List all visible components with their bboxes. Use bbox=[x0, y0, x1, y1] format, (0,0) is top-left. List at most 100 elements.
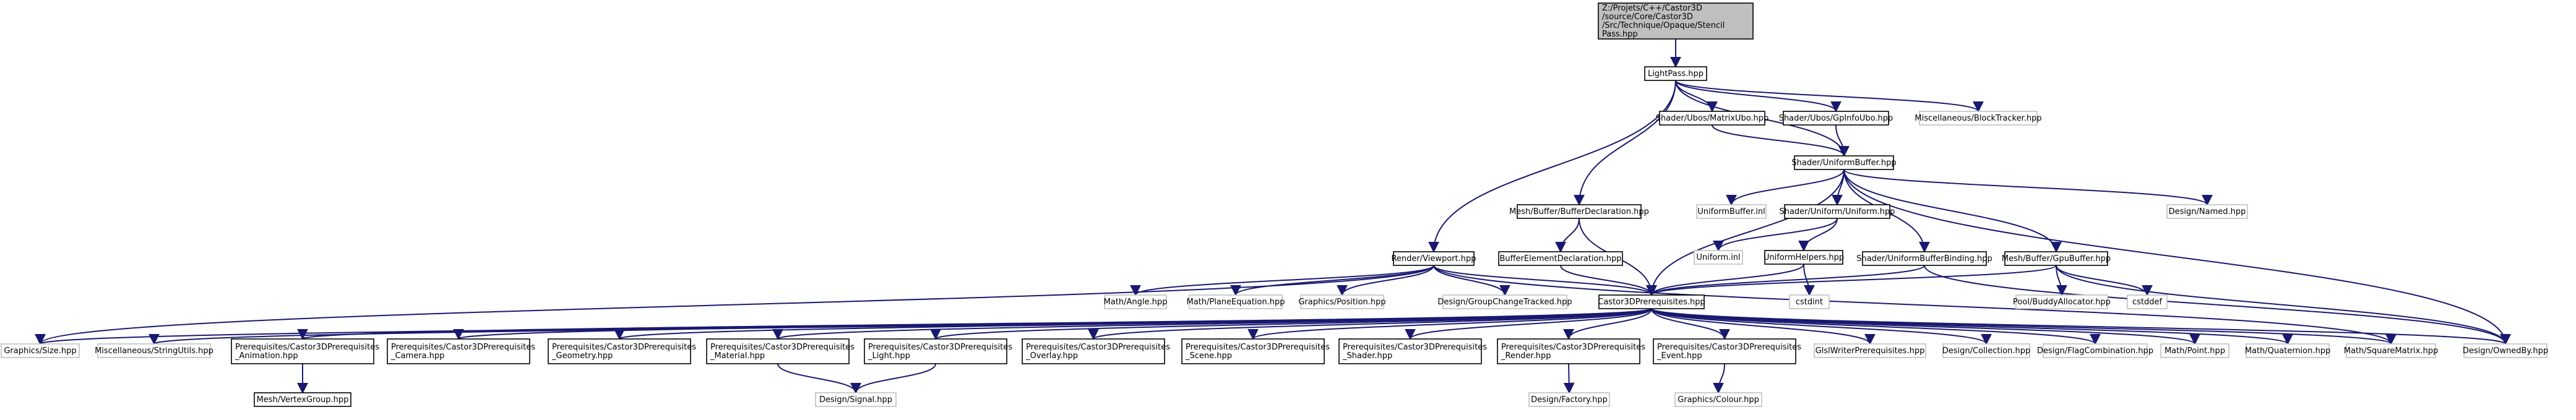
node-label: Render/Viewport.hpp bbox=[1391, 254, 1476, 264]
node-uniformbufferbinding[interactable]: Shader/UniformBufferBinding.hpp bbox=[1856, 251, 1992, 266]
node-label: GlslWriterPrerequisites.hpp bbox=[1816, 346, 1925, 356]
node-label: Prerequisites/Castor3DPrerequisites bbox=[868, 343, 1012, 352]
node-angle: Math/Angle.hpp bbox=[1104, 294, 1167, 309]
node-root[interactable]: Z:/Projets/C++/Castor3D/source/Core/Cast… bbox=[1598, 2, 1754, 40]
node-box bbox=[1942, 343, 2030, 358]
node-p_overlay[interactable]: Prerequisites/Castor3DPrerequisites_Over… bbox=[1022, 338, 1170, 364]
node-label: _Animation.hpp bbox=[235, 351, 298, 361]
node-planeeq: Math/PlaneEquation.hpp bbox=[1186, 294, 1285, 309]
node-box bbox=[1814, 343, 1926, 358]
edge-lightpass-to-gpinfoubo bbox=[1675, 80, 1842, 113]
node-bufferdecl[interactable]: Mesh/Buffer/BufferDeclaration.hpp bbox=[1509, 204, 1649, 219]
node-box bbox=[1338, 338, 1482, 364]
node-box bbox=[231, 338, 374, 364]
node-label: Prerequisites/Castor3DPrerequisites bbox=[235, 343, 379, 352]
node-label: _Render.hpp bbox=[1501, 351, 1551, 361]
node-matrixubo[interactable]: Shader/Ubos/MatrixUbo.hpp bbox=[1656, 111, 1769, 126]
node-named: Design/Named.hpp bbox=[2166, 204, 2248, 219]
node-label: _Overlay.hpp bbox=[1025, 351, 1078, 361]
edge-p_light-to-signal bbox=[850, 363, 936, 394]
node-box bbox=[1644, 66, 1707, 81]
node-box bbox=[1694, 250, 1743, 265]
node-label: _Light.hpp bbox=[868, 351, 910, 361]
node-label: Graphics/Size.hpp bbox=[4, 346, 76, 356]
edge-castorprereq-to-p_cam bbox=[454, 308, 1652, 340]
node-viewport[interactable]: Render/Viewport.hpp bbox=[1391, 251, 1476, 266]
node-box bbox=[2004, 251, 2108, 266]
edge-castorprereq-to-ownedby bbox=[1651, 308, 2511, 345]
edge-viewport-to-planeeq bbox=[1230, 265, 1434, 296]
node-label: Shader/Ubos/GpInfoUbo.hpp bbox=[1779, 114, 1893, 123]
node-cstddef: cstddef bbox=[2127, 294, 2168, 309]
node-lightpass[interactable]: LightPass.hpp bbox=[1644, 66, 1707, 81]
node-castorprereq[interactable]: Castor3DPrerequisites.hpp bbox=[1598, 294, 1705, 309]
node-gpinfoubo[interactable]: Shader/Ubos/GpInfoUbo.hpp bbox=[1779, 111, 1893, 126]
node-uniformbuffer[interactable]: Shader/UniformBuffer.hpp bbox=[1791, 155, 1897, 170]
node-label: Design/FlagCombination.hpp bbox=[2037, 346, 2153, 356]
node-gpubuffer[interactable]: Mesh/Buffer/GpuBuffer.hpp bbox=[2002, 251, 2111, 266]
node-label: cstddef bbox=[2132, 298, 2163, 307]
node-label: Math/Quaternion.hpp bbox=[2245, 346, 2330, 356]
node-p_event[interactable]: Prerequisites/Castor3DPrerequisites_Even… bbox=[1653, 338, 1801, 364]
edge-castorprereq-to-p_light bbox=[930, 308, 1652, 340]
edge-lightpass-to-blocktracker bbox=[1675, 80, 1984, 113]
node-label: Design/GroupChangeTracked.hpp bbox=[1437, 298, 1572, 307]
edge-castorprereq-to-p_geom bbox=[614, 308, 1652, 340]
node-box bbox=[2166, 204, 2248, 219]
node-bufferelemdecl[interactable]: BufferElementDeclaration.hpp bbox=[1498, 251, 1623, 266]
node-point: Math/Point.hpp bbox=[2160, 343, 2229, 358]
node-label: /source/Core/Castor3D bbox=[1602, 12, 1693, 22]
node-p_scene[interactable]: Prerequisites/Castor3DPrerequisites_Scen… bbox=[1181, 338, 1330, 364]
node-box bbox=[97, 343, 211, 358]
node-label: Mesh/Buffer/BufferDeclaration.hpp bbox=[1509, 207, 1649, 216]
node-p_geom[interactable]: Prerequisites/Castor3DPrerequisites_Geom… bbox=[548, 338, 696, 364]
node-label: Math/SquareMatrix.hpp bbox=[2344, 346, 2438, 356]
node-label: Miscellaneous/BlockTracker.hpp bbox=[1915, 114, 2041, 123]
node-p_render[interactable]: Prerequisites/Castor3DPrerequisites_Rend… bbox=[1497, 338, 1645, 364]
node-box bbox=[815, 392, 897, 407]
node-p_anim[interactable]: Prerequisites/Castor3DPrerequisites_Anim… bbox=[231, 338, 379, 364]
node-groupchange: Design/GroupChangeTracked.hpp bbox=[1437, 294, 1572, 309]
node-label: Z:/Projets/C++/Castor3D bbox=[1602, 4, 1702, 13]
node-squarematrix: Math/SquareMatrix.hpp bbox=[2344, 343, 2438, 358]
node-label: _Scene.hpp bbox=[1185, 351, 1232, 361]
node-label: Prerequisites/Castor3DPrerequisites bbox=[391, 343, 535, 352]
node-box bbox=[1442, 294, 1567, 309]
edge-castorprereq-to-p_mat bbox=[772, 308, 1652, 340]
node-label: Math/Point.hpp bbox=[2165, 346, 2225, 356]
edge-uniformbuffer-to-ownedby bbox=[1843, 169, 2511, 345]
node-factory: Design/Factory.hpp bbox=[1528, 392, 1610, 407]
node-box bbox=[2463, 343, 2548, 358]
node-blocktracker: Miscellaneous/BlockTracker.hpp bbox=[1915, 111, 2042, 126]
node-label: Prerequisites/Castor3DPrerequisites bbox=[1657, 343, 1801, 352]
node-p_mat[interactable]: Prerequisites/Castor3DPrerequisites_Mate… bbox=[706, 338, 855, 364]
node-label: Castor3DPrerequisites.hpp bbox=[1598, 298, 1705, 307]
node-box bbox=[1764, 250, 1843, 265]
node-label: Shader/Ubos/MatrixUbo.hpp bbox=[1656, 114, 1769, 123]
edge-uniformhelpers-to-castorprereq bbox=[1646, 264, 1804, 296]
node-box bbox=[1598, 294, 1705, 309]
edge-uniformbuffer-to-castorprereq bbox=[1646, 169, 1845, 296]
node-box bbox=[1, 343, 80, 358]
node-label: _Event.hpp bbox=[1656, 351, 1702, 361]
node-box bbox=[2246, 343, 2330, 358]
node-p_light[interactable]: Prerequisites/Castor3DPrerequisites_Ligh… bbox=[864, 338, 1012, 364]
node-p_shader[interactable]: Prerequisites/Castor3DPrerequisites_Shad… bbox=[1338, 338, 1487, 364]
node-label: _Shader.hpp bbox=[1342, 351, 1392, 361]
node-label: Pass.hpp bbox=[1602, 30, 1638, 39]
node-box bbox=[1300, 294, 1384, 309]
node-glslwriter: GlslWriterPrerequisites.hpp bbox=[1814, 343, 1926, 358]
node-label: Design/Signal.hpp bbox=[819, 395, 892, 405]
node-label: Prerequisites/Castor3DPrerequisites bbox=[1501, 343, 1645, 352]
edge-gpubuffer-to-ownedby bbox=[2056, 265, 2511, 345]
node-uniform[interactable]: Shader/Uniform/Uniform.hpp bbox=[1779, 204, 1895, 219]
node-label: Design/Named.hpp bbox=[2169, 207, 2246, 216]
node-box bbox=[2346, 343, 2436, 358]
node-vertexgroup[interactable]: Mesh/VertexGroup.hpp bbox=[254, 392, 351, 407]
node-p_cam[interactable]: Prerequisites/Castor3DPrerequisites_Came… bbox=[387, 338, 535, 364]
node-uniformhelpers[interactable]: UniformHelpers.hpp bbox=[1764, 250, 1844, 265]
edge-bufferdecl-to-bufferelemdecl bbox=[1555, 218, 1580, 253]
node-box bbox=[1393, 251, 1475, 266]
node-box bbox=[1104, 294, 1167, 309]
